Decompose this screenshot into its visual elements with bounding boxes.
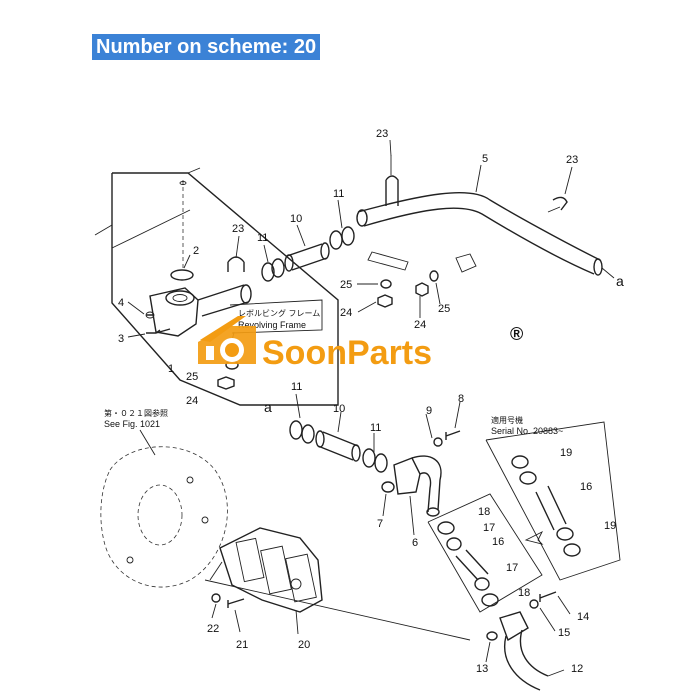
registered-mark: ® <box>510 324 523 344</box>
brand-name: SoonParts <box>262 334 432 372</box>
part-number-24-left: 24 <box>186 395 198 407</box>
part-number-17-upper: 17 <box>483 522 495 534</box>
part-number-17-lower: 17 <box>506 562 518 574</box>
flywheel-housing <box>100 429 228 588</box>
part-number-15: 15 <box>558 627 570 639</box>
part-number-11-upper-left: 11 <box>257 232 268 244</box>
soonparts-watermark: SoonParts ® <box>198 316 523 372</box>
part-number-14: 14 <box>577 611 589 623</box>
connector-a-top: a <box>616 273 624 289</box>
serial-alternate-kit <box>485 421 621 581</box>
part-number-6: 6 <box>412 537 418 549</box>
part-number-5: 5 <box>482 153 488 165</box>
part-number-8: 8 <box>458 393 464 405</box>
part-number-24-right: 24 <box>414 319 426 331</box>
part-number-12: 12 <box>571 663 583 675</box>
part-number-10-lower: 10 <box>333 403 345 415</box>
leader-lines <box>127 139 573 677</box>
part-number-1: 1 <box>168 363 174 375</box>
part-number-16-serial: 16 <box>580 481 592 493</box>
part-number-23-left: 23 <box>232 223 244 235</box>
part-number-18-lower: 18 <box>518 587 530 599</box>
gear-crane-logo-icon <box>198 316 256 364</box>
part-number-24-upper: 24 <box>340 307 352 319</box>
part-number-23-top: 23 <box>376 128 388 140</box>
see-fig-label-jp: 第・０２１図参照 <box>104 408 168 418</box>
part-number-11-lower-left: 11 <box>291 381 302 393</box>
part-number-16-kit: 16 <box>492 536 504 548</box>
part-number-18-upper: 18 <box>478 506 490 518</box>
connector-a-mid: a <box>264 399 272 415</box>
part-number-9: 9 <box>426 405 432 417</box>
part-number-22: 22 <box>207 623 219 635</box>
hose-kit-detail <box>427 493 544 613</box>
part-number-21: 21 <box>236 639 248 651</box>
part-number-11-lower-right: 11 <box>370 422 381 434</box>
part-number-2: 2 <box>193 245 199 257</box>
lower-pipe-assembly <box>289 420 461 517</box>
revolving-frame-label-jp: レボルビング フレーム <box>238 308 320 318</box>
scheme-number-title: Number on scheme: 20 <box>92 34 321 60</box>
part-number-19-upper: 19 <box>560 447 572 459</box>
revolving-frame-label: Revolving Frame <box>238 320 306 330</box>
annotations: レボルビング フレーム Revolving Frame 第・０２１図参照 See… <box>104 273 624 436</box>
part-number-25-left: 25 <box>186 371 198 383</box>
outlet-elbow <box>486 591 557 691</box>
part-number-callouts: 1 2 3 4 5 6 7 8 9 10 10 11 11 11 11 12 1… <box>118 128 616 675</box>
part-number-7: 7 <box>377 518 383 530</box>
serial-label-jp: 適用号機 <box>491 415 523 425</box>
upper-pipe-assembly <box>261 155 615 308</box>
part-number-10-upper: 10 <box>290 213 302 225</box>
revolving-frame-detail <box>94 167 339 406</box>
hydraulic-pump <box>204 527 471 641</box>
part-number-25-right: 25 <box>438 303 450 315</box>
part-number-19-lower: 19 <box>604 520 616 532</box>
part-number-23-right: 23 <box>566 154 578 166</box>
part-number-11-upper-right: 11 <box>333 188 344 200</box>
part-number-13: 13 <box>476 663 488 675</box>
part-number-3: 3 <box>118 333 124 345</box>
serial-number-label: Serial No. 20883~ <box>491 426 563 436</box>
part-number-4: 4 <box>118 297 124 309</box>
part-number-20: 20 <box>298 639 310 651</box>
see-fig-label: See Fig. 1021 <box>104 419 160 429</box>
part-number-25-upper: 25 <box>340 279 352 291</box>
